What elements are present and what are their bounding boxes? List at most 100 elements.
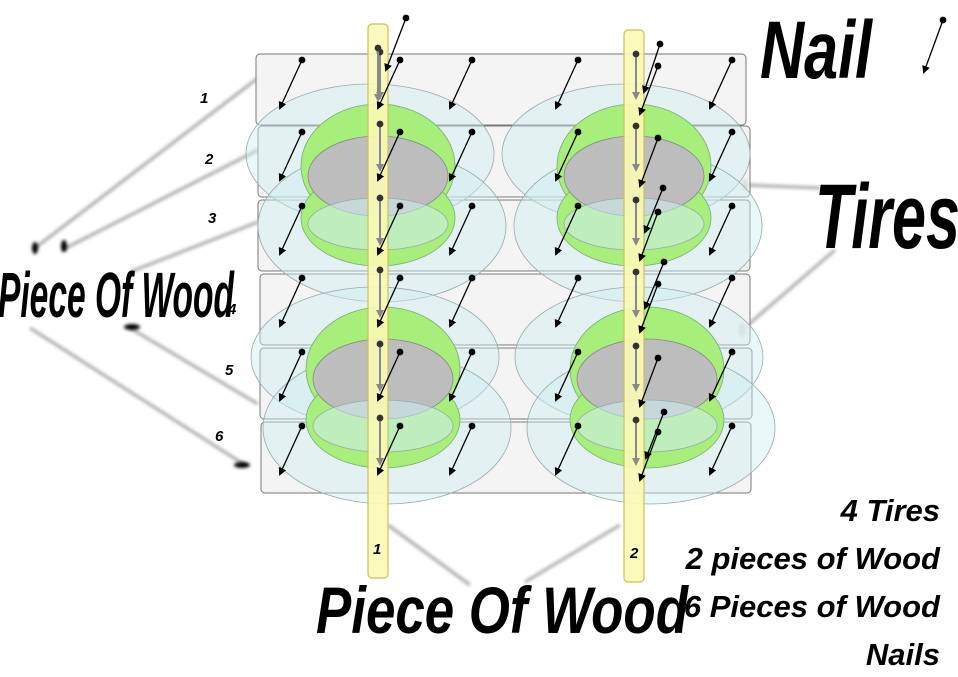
nail-26 [376, 274, 404, 328]
nail-shaft [642, 43, 661, 94]
piece-of-wood-left-label: Piece Of Wood [0, 259, 235, 331]
nail-24 [638, 208, 662, 262]
piece-of-wood-bottom-label: Piece Of Wood [316, 573, 689, 647]
nail-15 [632, 122, 640, 172]
nail-head [654, 354, 662, 362]
nail-head [632, 122, 640, 130]
nail-shaft [384, 17, 407, 72]
nail-51 [642, 40, 664, 94]
row-number-3: 3 [208, 210, 217, 227]
post-number-2: 2 [629, 545, 639, 562]
nails-group [278, 14, 947, 482]
nail-shaft [554, 131, 579, 182]
nail-46 [376, 414, 384, 466]
nail-38 [376, 340, 384, 392]
nail-head [298, 56, 306, 64]
nail-head [468, 128, 476, 136]
summary-tires: 4 Tires [840, 493, 940, 528]
row-number-1: 1 [200, 90, 208, 107]
nail-53 [643, 258, 668, 310]
summary-nails: Nails [866, 637, 940, 672]
nail-head [402, 14, 410, 22]
pointer-line-post-1 [387, 523, 471, 587]
nail-33 [278, 348, 306, 402]
nail-head [728, 348, 736, 356]
summary-list: 4 Tires 2 pieces of Wood 6 Pieces of Woo… [684, 493, 941, 672]
nail-head [298, 202, 306, 210]
nail-shaft [638, 357, 659, 408]
nail-shaft [448, 205, 473, 256]
nail-head [654, 62, 662, 70]
pointer-line-row-3 [129, 220, 259, 274]
nail-head [574, 422, 582, 430]
nail-head [654, 134, 662, 142]
nail-18 [376, 202, 404, 256]
nail-head [376, 194, 384, 202]
row-number-4: 4 [227, 301, 237, 318]
nail-shaft [278, 351, 303, 402]
nail-shaft [376, 131, 401, 182]
nail-head [728, 202, 736, 210]
nail-head [396, 56, 404, 64]
nail-head [728, 422, 736, 430]
nail-head [468, 202, 476, 210]
nail-shaft [708, 425, 733, 476]
wood-post-1 [367, 23, 389, 579]
nail-29 [708, 274, 736, 328]
nail-shaft [638, 137, 659, 188]
nail-head [574, 202, 582, 210]
summary-posts: 2 pieces of Wood [685, 541, 941, 576]
nail-head [376, 414, 384, 422]
row-numbers: 1 2 3 4 5 6 [200, 90, 237, 445]
nail-shaft [448, 131, 473, 182]
nail-head [574, 128, 582, 136]
nail-50 [374, 44, 382, 102]
nail-head [632, 342, 640, 350]
nail-45 [708, 422, 736, 476]
nail-head [654, 208, 662, 216]
nail-head [659, 184, 667, 192]
tire-inner-rim [576, 399, 718, 453]
nail-head [396, 128, 404, 136]
pointer-end [32, 242, 38, 254]
nail-37 [708, 348, 736, 402]
nail-shaft [278, 205, 303, 256]
nail-shaft [376, 205, 401, 256]
nail-head [298, 274, 306, 282]
nail-head [376, 120, 384, 128]
nail-23 [632, 196, 640, 246]
nail-19 [448, 202, 476, 256]
row-number-5: 5 [225, 362, 234, 379]
nail-head [632, 416, 640, 424]
pointer-line-row-2 [61, 148, 259, 252]
nail-42 [376, 422, 404, 476]
nail-shaft [376, 425, 401, 476]
nail-head [376, 266, 384, 274]
nail-25 [278, 274, 306, 328]
nail-head [374, 44, 382, 52]
tires-group [245, 83, 776, 505]
nail-head [396, 348, 404, 356]
nail-head [939, 16, 947, 24]
nail-head [728, 274, 736, 282]
nail-shaft [554, 351, 579, 402]
nail-shaft [448, 425, 473, 476]
nail-shaft [643, 261, 665, 310]
nail-head [468, 422, 476, 430]
nail-head [396, 422, 404, 430]
post-number-1: 1 [373, 541, 381, 558]
nail-20 [554, 202, 582, 256]
nail-head [632, 196, 640, 204]
nail-28 [554, 274, 582, 328]
nail-shaft [448, 351, 473, 402]
nail-head [468, 348, 476, 356]
nail-16 [638, 134, 662, 188]
nail-shaft [708, 205, 733, 256]
nail-shaft [554, 59, 579, 110]
nail-label: Nail [760, 5, 874, 96]
nail-head [298, 348, 306, 356]
nail-head [298, 422, 306, 430]
nail-head [298, 128, 306, 136]
nail-head [728, 56, 736, 64]
